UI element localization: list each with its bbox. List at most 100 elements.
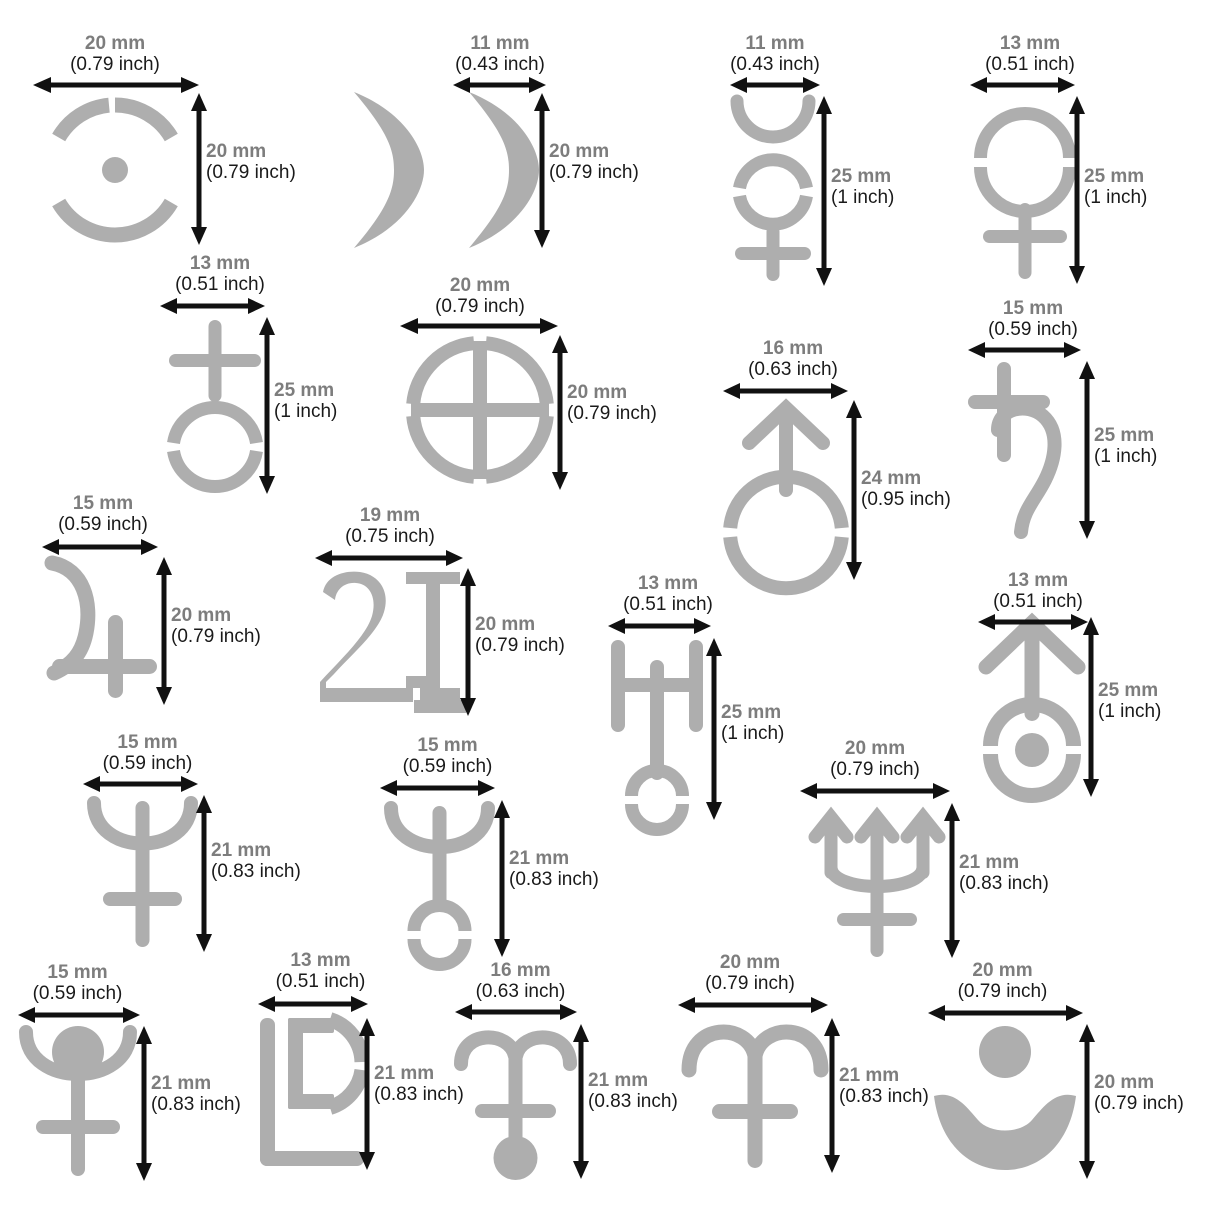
eris-width-label: 20 mm(0.79 inch) <box>705 952 795 995</box>
pluto-disc-width-label: 15 mm(0.59 inch) <box>32 962 123 1005</box>
saturn-height-label: 25 mm(1 inch) <box>1094 425 1158 468</box>
jupiter-serif-width-arrow <box>315 550 463 566</box>
mars-symbol <box>723 398 849 596</box>
orcus-symbol <box>453 1024 578 1180</box>
jupiter-width-arrow <box>42 539 158 555</box>
eris-height-label: 21 mm(0.83 inch) <box>839 1065 929 1108</box>
jupiter-symbol <box>42 555 162 700</box>
mars-width-arrow <box>723 383 848 399</box>
venus-height-label: 25 mm(1 inch) <box>1084 166 1148 209</box>
mercury-width-arrow <box>730 77 820 93</box>
neptune-circle-width-arrow <box>380 780 495 796</box>
dot-crescent-width-arrow <box>928 1005 1083 1021</box>
uranus-arrow-width-arrow <box>978 614 1088 630</box>
sun-width-arrow <box>33 77 199 93</box>
uranus-h-width-arrow <box>608 618 711 634</box>
venus-width-label: 13 mm(0.51 inch) <box>985 33 1075 76</box>
earth-cross-circle-symbol <box>160 318 270 493</box>
neptune-trident-width-label: 20 mm(0.79 inch) <box>830 738 920 781</box>
neptune-cross-width-label: 15 mm(0.59 inch) <box>102 732 193 775</box>
neptune-trident-height-label: 21 mm(0.83 inch) <box>959 852 1049 895</box>
pluto-disc-height-arrow <box>136 1026 152 1181</box>
uranus-arrow-height-label: 25 mm(1 inch) <box>1098 680 1162 723</box>
pluto-pl-height-arrow <box>359 1018 375 1170</box>
saturn-symbol <box>965 360 1085 540</box>
pluto-pl-height-label: 21 mm(0.83 inch) <box>374 1063 464 1106</box>
jupiter-width-label: 15 mm(0.59 inch) <box>58 493 148 536</box>
pluto-pl-monogram-symbol <box>258 1012 370 1168</box>
earth-globe-height-arrow <box>552 335 568 490</box>
jupiter-height-label: 20 mm(0.79 inch) <box>171 605 261 648</box>
uranus-h-symbol <box>605 638 710 836</box>
uranus-h-width-label: 13 mm(0.51 inch) <box>623 573 713 616</box>
saturn-width-arrow <box>968 342 1081 358</box>
mars-width-label: 16 mm(0.63 inch) <box>748 338 838 381</box>
dot-over-crescent-symbol <box>930 1024 1080 1174</box>
mercury-width-label: 11 mm(0.43 inch) <box>730 33 820 76</box>
earth-cross-height-arrow <box>259 317 275 494</box>
sun-width-label: 20 mm(0.79 inch) <box>70 33 160 76</box>
jupiter-serif-height-arrow <box>460 568 476 716</box>
pluto-disc-height-label: 21 mm(0.83 inch) <box>151 1073 241 1116</box>
neptune-circle-height-label: 21 mm(0.83 inch) <box>509 848 599 891</box>
jupiter-serif-height-label: 20 mm(0.79 inch) <box>475 614 565 657</box>
moon-width-arrow <box>453 77 546 93</box>
venus-height-arrow <box>1069 96 1085 284</box>
mercury-symbol <box>723 94 823 285</box>
dot-crescent-height-label: 20 mm(0.79 inch) <box>1094 1072 1184 1115</box>
earth-cross-height-label: 25 mm(1 inch) <box>274 380 338 423</box>
jupiter-serif-symbol <box>318 570 468 715</box>
crescent-moon-wide-symbol <box>340 90 430 250</box>
earth-globe-height-label: 20 mm(0.79 inch) <box>567 382 657 425</box>
uranus-arrow-width-label: 13 mm(0.51 inch) <box>993 570 1083 613</box>
earth-cross-width-arrow <box>160 298 265 314</box>
earth-cross-width-label: 13 mm(0.51 inch) <box>175 253 265 296</box>
sun-symbol <box>40 95 190 245</box>
uranus-h-height-label: 25 mm(1 inch) <box>721 702 785 745</box>
orcus-height-label: 21 mm(0.83 inch) <box>588 1070 678 1113</box>
mercury-height-arrow <box>816 96 832 286</box>
sun-height-label: 20 mm(0.79 inch) <box>206 141 296 184</box>
venus-symbol <box>970 95 1080 280</box>
sun-height-arrow <box>191 93 207 245</box>
eris-height-arrow <box>824 1018 840 1173</box>
mars-height-label: 24 mm(0.95 inch) <box>861 468 951 511</box>
jupiter-height-arrow <box>156 557 172 705</box>
eris-width-arrow <box>678 997 828 1013</box>
earth-globe-symbol <box>405 335 555 485</box>
uranus-herschel-symbol <box>977 612 1087 803</box>
mars-height-arrow <box>846 400 862 580</box>
jupiter-serif-width-label: 19 mm(0.75 inch) <box>345 505 435 548</box>
neptune-cross-height-arrow <box>196 795 212 952</box>
pluto-pl-width-label: 13 mm(0.51 inch) <box>275 950 366 993</box>
neptune-trident-symbol <box>805 805 950 960</box>
moon-width-label: 11 mm(0.43 inch) <box>455 33 545 76</box>
dot-crescent-width-label: 20 mm(0.79 inch) <box>957 960 1048 1003</box>
neptune-cross-symbol <box>85 795 200 950</box>
mercury-height-label: 25 mm(1 inch) <box>831 166 895 209</box>
dot-crescent-height-arrow <box>1079 1024 1095 1179</box>
moon-height-arrow <box>534 93 550 248</box>
neptune-circle-symbol <box>382 800 497 971</box>
moon-height-label: 20 mm(0.79 inch) <box>549 141 639 184</box>
neptune-cross-height-label: 21 mm(0.83 inch) <box>211 840 301 883</box>
eris-symbol <box>680 1018 830 1170</box>
venus-width-arrow <box>970 77 1075 93</box>
pluto-pl-width-arrow <box>258 996 368 1012</box>
saturn-width-label: 15 mm(0.59 inch) <box>988 298 1078 341</box>
uranus-h-height-arrow <box>706 638 722 820</box>
orcus-width-arrow <box>455 1004 577 1020</box>
neptune-trident-width-arrow <box>800 783 950 799</box>
orcus-width-label: 16 mm(0.63 inch) <box>475 960 566 1003</box>
uranus-arrow-height-arrow <box>1083 617 1099 797</box>
pluto-disc-symbol <box>18 1025 138 1178</box>
saturn-height-arrow <box>1079 361 1095 539</box>
earth-globe-width-arrow <box>400 318 558 334</box>
crescent-moon-symbol <box>455 90 545 250</box>
orcus-height-arrow <box>573 1024 589 1179</box>
neptune-cross-width-arrow <box>83 776 198 792</box>
neptune-circle-height-arrow <box>494 800 510 957</box>
pluto-disc-width-arrow <box>18 1007 140 1023</box>
earth-globe-width-label: 20 mm(0.79 inch) <box>435 275 525 318</box>
